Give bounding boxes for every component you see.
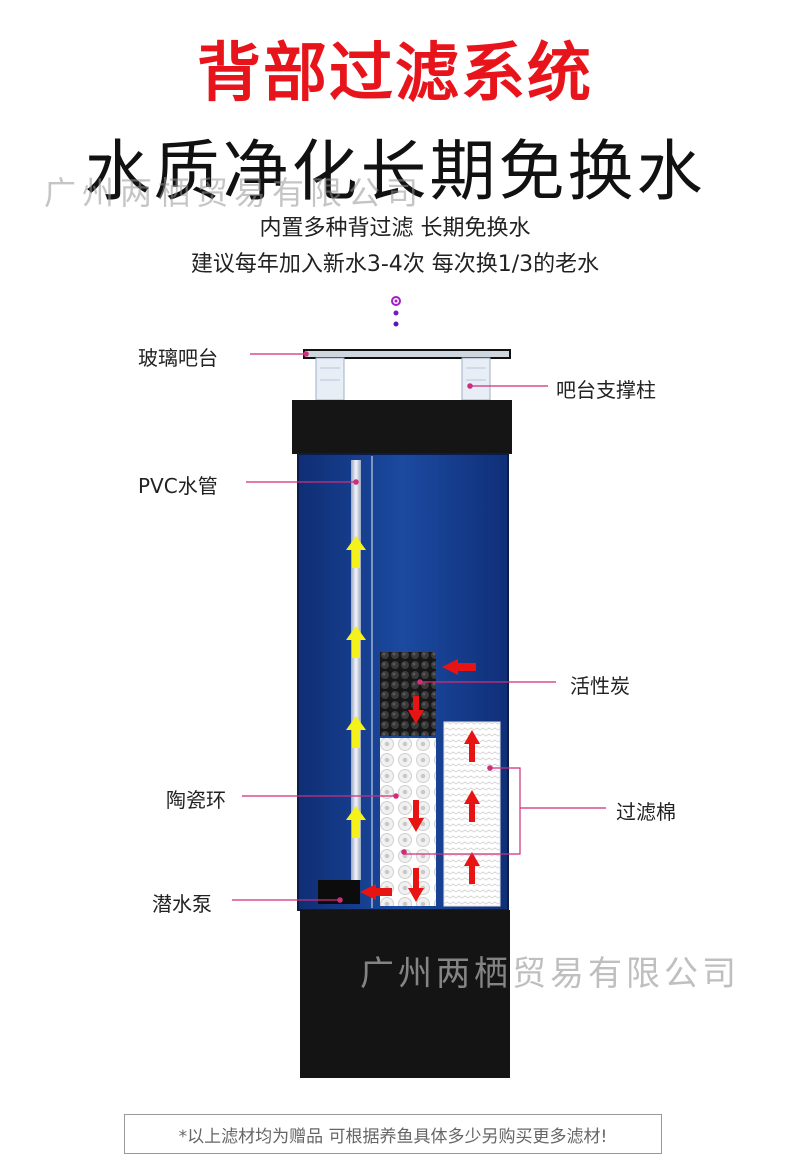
watermark-bottom: 广州两栖贸易有限公司 [360,954,740,994]
subtitle-line-1: 内置多种背过滤 长期免换水 [259,216,531,241]
flow-arrows [360,659,480,902]
ceramic-rings [380,738,436,906]
label-filter-cotton: 过滤棉 [616,800,676,824]
leader-lines [232,351,556,903]
glass-bar-top [303,349,511,359]
headline: 水质净化长期免换水 [84,133,706,210]
up-arrows [346,536,366,838]
filter-cotton-bracket [404,767,606,855]
pvc-pipe [351,460,361,880]
tank-lid [292,400,512,454]
footer-note: *以上滤材均为赠品 可根据养鱼具体多少另购买更多滤材! [124,1114,662,1154]
page-title: 背部过滤系统 [197,37,593,111]
label-activated-carbon: 活性炭 [570,674,630,698]
decor-dots [391,296,401,327]
label-pvc-pipe: PVC水管 [138,474,218,498]
label-submersible-pump: 潜水泵 [152,892,212,916]
activated-carbon [380,652,436,736]
cabinet [300,910,510,1078]
watermark-top: 广州两栖贸易有限公司 [44,174,425,212]
label-glass-bar-top: 玻璃吧台 [138,346,218,370]
bar-support-pillars [315,357,491,401]
subtitle-line-2: 建议每年加入新水3-4次 每次换1/3的老水 [190,252,600,277]
label-ceramic-rings: 陶瓷环 [166,788,226,812]
label-bar-support-pillar: 吧台支撑柱 [556,378,656,402]
